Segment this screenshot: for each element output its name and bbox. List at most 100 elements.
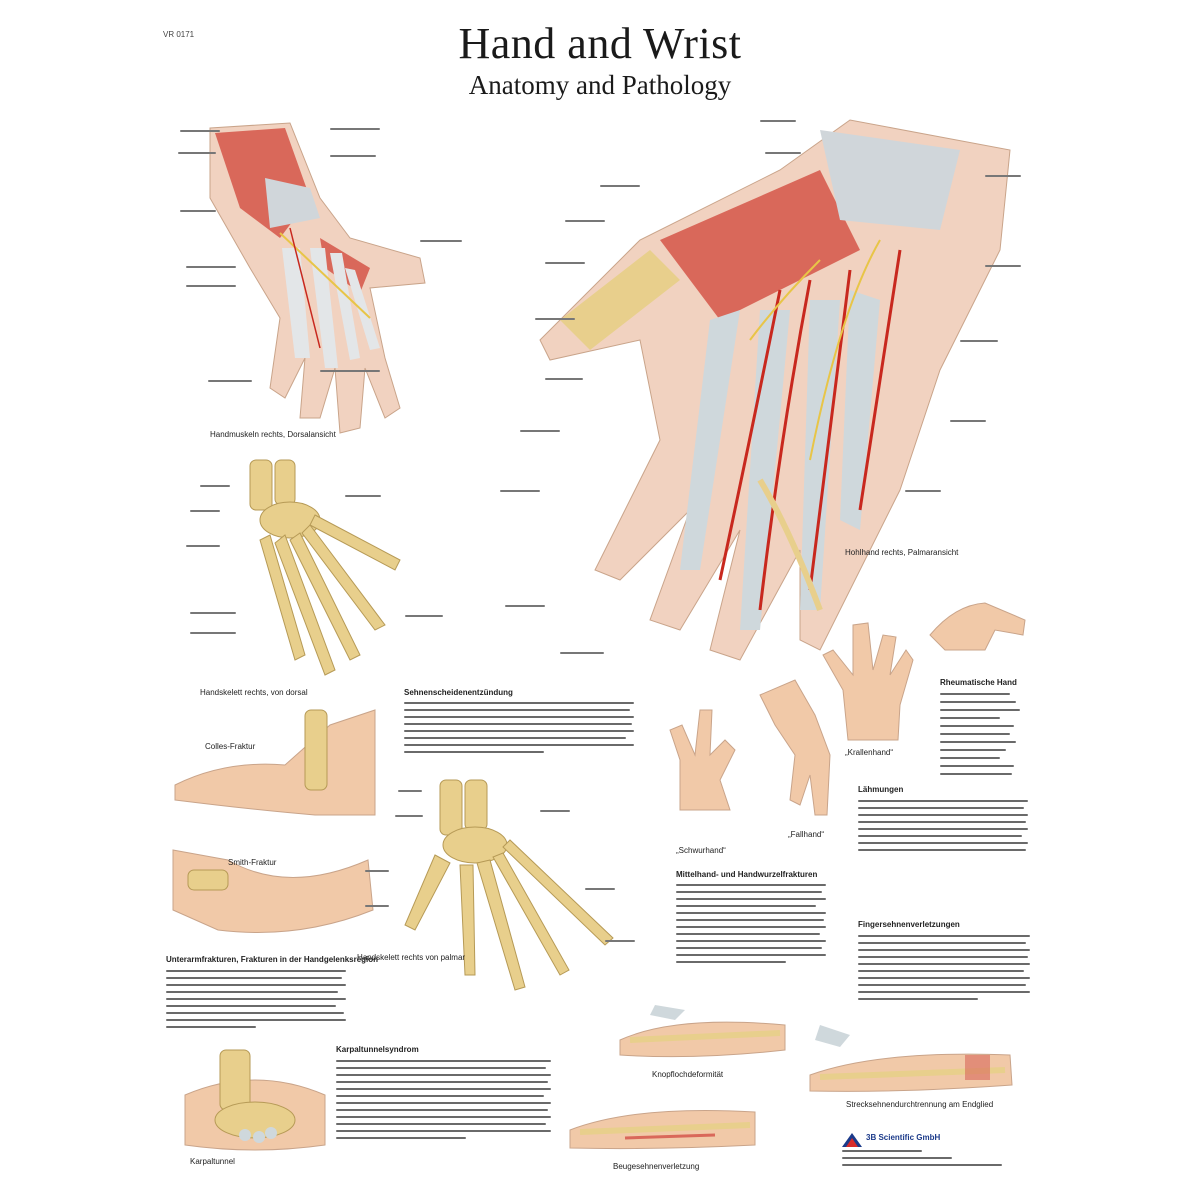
label-line — [365, 905, 389, 907]
poster-subtitle: Anatomy and Pathology — [468, 70, 732, 100]
caption-fallhand: „Fallhand“ — [788, 830, 825, 839]
schwurhand-shape — [669, 709, 736, 811]
beugesehne-illustration — [569, 1109, 756, 1150]
colles-fracture-illustration — [174, 709, 376, 816]
fallhand-illustration — [759, 679, 831, 816]
label-line — [500, 490, 540, 492]
label-line — [208, 380, 252, 382]
heading-karpaltunnel: Karpaltunnelsyndrom — [336, 1045, 419, 1054]
label-line — [520, 430, 560, 432]
caption-knopfloch: Knopflochdeformität — [652, 1070, 724, 1079]
label-line — [178, 152, 216, 154]
label-line — [345, 495, 381, 497]
smith-fracture-illustration — [172, 849, 374, 933]
heading-unterarm: Unterarmfrakturen, Frakturen in der Hand… — [166, 955, 379, 964]
palmar-hand-illustration — [539, 119, 1011, 661]
label-line — [560, 652, 604, 654]
label-line — [180, 130, 220, 132]
publisher-logo-icon — [842, 1133, 862, 1147]
heading-rheuma: Rheumatische Hand — [940, 678, 1017, 687]
publisher-name: 3B Scientific GmbH — [866, 1133, 941, 1142]
caption-schwurhand: „Schwurhand“ — [676, 846, 726, 855]
paragraph-karpaltunnel — [336, 1060, 551, 1144]
label-line — [960, 340, 998, 342]
heading-mittelhand: Mittelhand- und Handwurzelfrakturen — [676, 870, 818, 879]
label-line — [320, 370, 380, 372]
label-line — [190, 612, 236, 614]
label-line — [950, 420, 986, 422]
label-line — [365, 870, 389, 872]
heading-sehnenscheiden: Sehnenscheidenentzündung — [404, 688, 513, 697]
skeleton-dorsal-illustration — [249, 459, 401, 676]
skeleton-palmar-shape — [404, 779, 614, 991]
label-line — [535, 318, 575, 320]
caption-skeleton-palmar: Handskelett rechts von palmar — [357, 953, 466, 962]
label-line — [420, 240, 462, 242]
colles-forearm-shape — [174, 709, 376, 816]
label-line — [905, 490, 941, 492]
label-line — [190, 632, 236, 634]
label-line — [545, 262, 585, 264]
label-line — [186, 285, 236, 287]
caption-skeleton-dorsal: Handskelett rechts, von dorsal — [200, 688, 308, 697]
skeleton-palmar-illustration — [404, 779, 614, 991]
label-line — [985, 175, 1021, 177]
caption-strecksehne: Strecksehnendurchtrennung am Endglied — [846, 1100, 994, 1109]
paragraph-sehnenscheiden — [404, 702, 634, 758]
label-line — [186, 266, 236, 268]
label-line — [405, 615, 443, 617]
caption-palm-main: Hohlhand rechts, Palmaransicht — [845, 548, 959, 557]
label-line — [330, 128, 380, 130]
paragraph-unterarm — [166, 970, 346, 1033]
strecksehne-finger-shape — [809, 1025, 1013, 1092]
paragraph-finger — [858, 935, 1030, 1005]
label-line — [545, 378, 583, 380]
fallhand-shape — [759, 679, 831, 816]
carpal-tunnel-shape — [184, 1049, 326, 1151]
krallenhand-illustration — [822, 622, 914, 741]
caption-colles: Colles-Fraktur — [205, 742, 256, 751]
caption-smith: Smith-Fraktur — [228, 858, 277, 867]
label-line — [765, 152, 801, 154]
smith-forearm-shape — [172, 849, 374, 933]
list-rheuma — [940, 693, 1020, 781]
caption-beuge: Beugesehnenverletzung — [613, 1162, 700, 1171]
label-line — [200, 485, 230, 487]
label-line — [760, 120, 796, 122]
label-line — [565, 220, 605, 222]
publisher-address — [842, 1150, 1012, 1171]
rheumatoid-hand-shape — [929, 602, 1026, 651]
heading-laehmungen: Lähmungen — [858, 785, 904, 794]
caption-karpal: Karpaltunnel — [190, 1157, 235, 1166]
label-line — [505, 605, 545, 607]
caption-krallenhand: „Krallenhand“ — [845, 748, 894, 757]
label-line — [330, 155, 376, 157]
schwurhand-illustration — [669, 709, 736, 811]
label-line — [605, 940, 635, 942]
label-line — [600, 185, 640, 187]
product-code: VR 0171 — [163, 30, 195, 39]
hand-muscles-shape — [209, 122, 426, 434]
rheumatoid-hand-illustration — [929, 602, 1026, 651]
label-line — [985, 265, 1021, 267]
label-line — [585, 888, 615, 890]
knopfloch-illustration — [619, 1005, 786, 1058]
carpal-tunnel-illustration — [184, 1049, 326, 1151]
caption-hand-muscles: Handmuskeln rechts, Dorsalansicht — [210, 430, 336, 439]
label-line — [398, 790, 422, 792]
label-line — [180, 210, 216, 212]
palmar-hand-shape — [539, 119, 1011, 661]
poster-title: Hand and Wrist — [458, 19, 742, 68]
beugesehne-finger-shape — [569, 1109, 756, 1150]
label-line — [540, 810, 570, 812]
krallenhand-shape — [822, 622, 914, 741]
paragraph-laehmungen — [858, 800, 1028, 856]
skeleton-dorsal-shape — [249, 459, 401, 676]
label-line — [190, 510, 220, 512]
label-line — [186, 545, 220, 547]
heading-finger: Fingersehnenverletzungen — [858, 920, 960, 929]
label-line — [395, 815, 423, 817]
strecksehne-illustration — [809, 1025, 1013, 1092]
paragraph-mittelhand — [676, 884, 826, 968]
hand-muscles-illustration — [209, 122, 426, 434]
